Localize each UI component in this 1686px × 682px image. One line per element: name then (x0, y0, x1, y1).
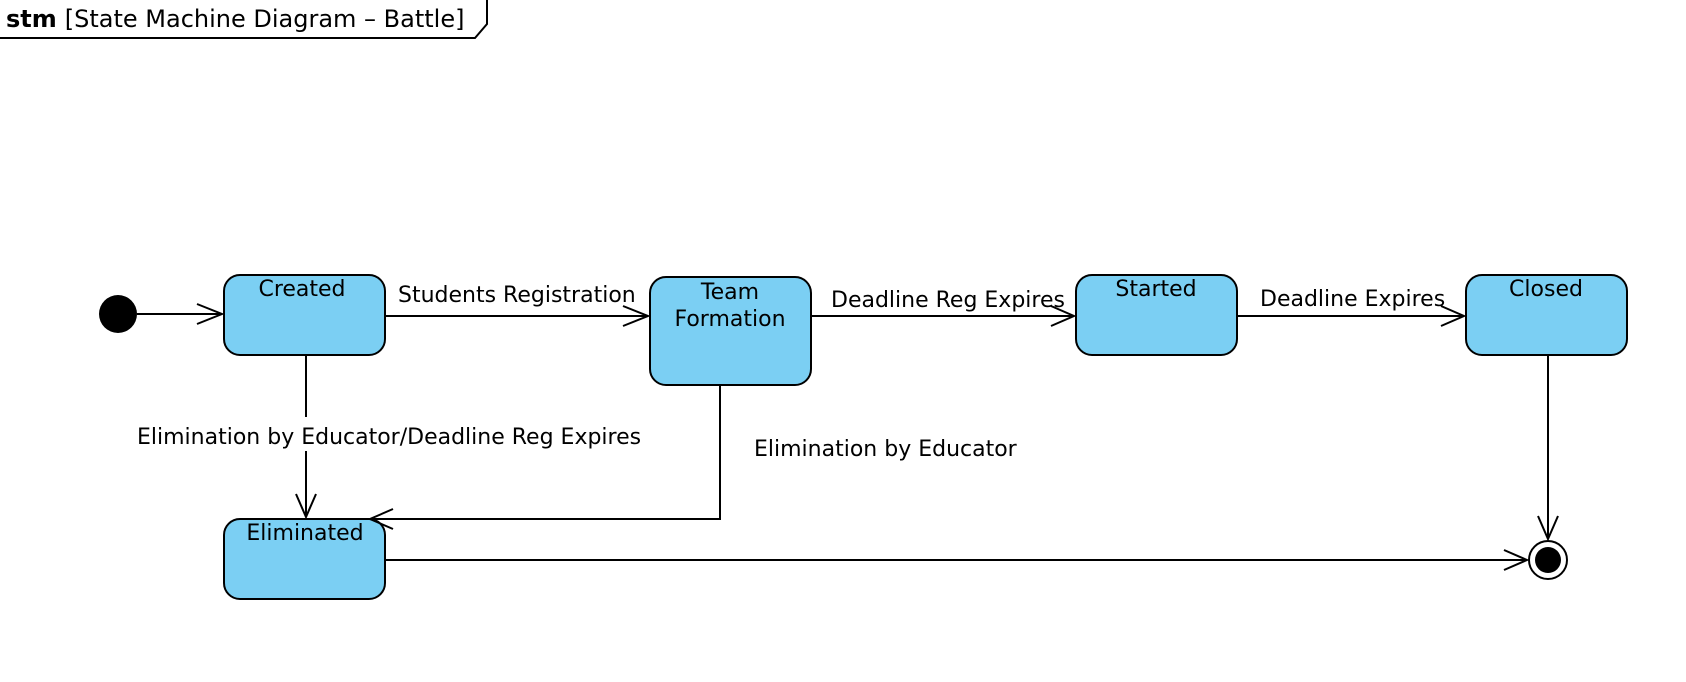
diagram-frame-tab: stm [State Machine Diagram – Battle] (0, 0, 488, 39)
transition-elimination-by-educator-line (370, 385, 721, 520)
transition-deadline-reg-expires-arrowhead (1050, 305, 1077, 327)
transition-elimination-by-educator-deadline: Elimination by Educator/Deadline Reg Exp… (137, 355, 641, 520)
transition-elimination-by-educator-deadline-arrowhead (295, 493, 317, 520)
frame-keyword: stm (6, 5, 57, 33)
state-team-formation-label-line2: Formation (674, 307, 785, 332)
transition-deadline-expires-arrowhead (1440, 305, 1467, 327)
final-state (1528, 540, 1568, 580)
final-state-dot (1535, 547, 1561, 573)
transition-closed-to-final-arrowhead (1537, 515, 1559, 542)
state-started-label: Started (1115, 277, 1196, 302)
transition-deadline-reg-expires-label: Deadline Reg Expires (831, 288, 1065, 313)
state-closed-box (1465, 274, 1628, 356)
transition-eliminated-to-final-arrowhead (1503, 549, 1530, 571)
frame-title: stm [State Machine Diagram – Battle] (6, 5, 464, 33)
transition-deadline-expires: Deadline Expires (1237, 287, 1467, 327)
state-closed-label: Closed (1509, 277, 1583, 302)
state-team-formation-label-line1: Team (700, 280, 759, 305)
transition-elimination-by-educator: Elimination by Educator (367, 385, 1018, 530)
transition-elimination-by-educator-arrowhead (367, 508, 394, 530)
state-created[interactable]: Created (223, 274, 386, 356)
transition-closed-to-final (1537, 355, 1559, 542)
state-eliminated[interactable]: Eliminated (223, 518, 386, 600)
transition-deadline-expires-label: Deadline Expires (1260, 287, 1445, 312)
state-started[interactable]: Started (1075, 274, 1238, 356)
initial-transition-arrowhead (196, 303, 225, 325)
state-eliminated-label: Eliminated (246, 521, 363, 546)
state-team-formation-box (649, 276, 812, 386)
state-closed[interactable]: Closed (1465, 274, 1628, 356)
state-created-label: Created (258, 277, 345, 302)
transition-students-registration-arrowhead (622, 305, 651, 327)
frame-title-text: [State Machine Diagram – Battle] (65, 5, 465, 33)
state-team-formation[interactable]: Team Formation (649, 276, 812, 386)
transition-elimination-by-educator-deadline-label: Elimination by Educator/Deadline Reg Exp… (137, 425, 641, 450)
transition-elimination-by-educator-label: Elimination by Educator (754, 437, 1018, 462)
transition-students-registration: Students Registration (385, 283, 651, 327)
transition-eliminated-to-final (385, 549, 1530, 571)
transition-deadline-reg-expires: Deadline Reg Expires (811, 288, 1077, 327)
transition-students-registration-label: Students Registration (398, 283, 636, 308)
initial-state (99, 295, 137, 333)
frame-tab-outline (0, 0, 488, 39)
